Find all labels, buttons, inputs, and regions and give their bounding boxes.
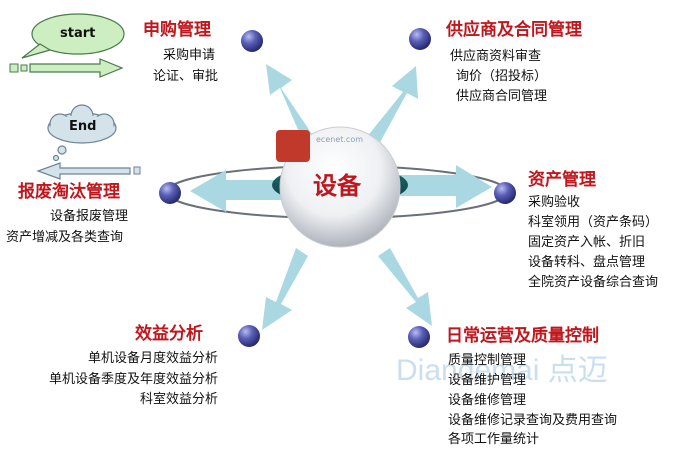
node-purchase (241, 30, 263, 52)
node-item-asset-2: 科室领用（资产条码） (528, 215, 659, 230)
node-item-purchase-1: 采购申请 (163, 48, 216, 63)
arrow-to-asset (400, 165, 492, 208)
node-ops (408, 326, 430, 348)
arrow-to-ops (378, 248, 432, 326)
node-title-asset: 资产管理 (528, 170, 596, 190)
node-benefit (238, 325, 260, 347)
end-bubble-fill (50, 109, 114, 141)
node-item-benefit-1: 单机设备月度效益分析 (87, 351, 218, 366)
node-item-asset-3: 固定资产入帐、折旧 (528, 235, 646, 250)
watermark-seal (276, 130, 310, 162)
node-asset (494, 182, 516, 204)
node-item-scrap-2: 资产增减及各类查询 (6, 230, 124, 245)
node-item-ops-4: 设备维修记录查询及费用查询 (448, 413, 618, 428)
node-item-ops-5: 各项工作量统计 (448, 432, 540, 447)
arrow-to-scrap (190, 170, 285, 212)
node-item-benefit-3: 科室效益分析 (139, 392, 218, 407)
node-scrap (159, 182, 181, 204)
node-supplier (409, 28, 431, 50)
watermark-site: ecenet.com (316, 135, 363, 144)
center-sphere (279, 126, 401, 248)
node-item-supplier-1: 供应商资料审查 (450, 49, 542, 64)
node-item-asset-1: 采购验收 (528, 195, 581, 210)
center-label: 设备 (313, 172, 361, 200)
watermark-text: Diandemai 点迈 (396, 354, 608, 387)
arrow-to-supplier (366, 66, 418, 146)
node-title-scrap: 报废淘汰管理 (18, 182, 120, 202)
node-title-purchase: 申购管理 (143, 20, 211, 40)
arrow-to-purchase (266, 64, 316, 148)
node-item-ops-1: 质量控制管理 (448, 353, 527, 368)
node-item-supplier-2: 询价（招投标） (456, 69, 548, 84)
node-item-scrap-1: 设备报废管理 (50, 209, 129, 224)
arrows (190, 64, 492, 330)
node-item-benefit-2: 单机设备季度及年度效益分析 (48, 372, 218, 387)
node-title-ops: 日常运营及质量控制 (446, 326, 599, 346)
node-item-asset-5: 全院资产设备综合查询 (528, 275, 659, 290)
node-item-ops-3: 设备维修管理 (448, 393, 527, 408)
end-arrow (36, 162, 141, 180)
node-item-ops-2: 设备维护管理 (448, 373, 527, 388)
node-title-benefit: 效益分析 (135, 324, 203, 344)
node-item-supplier-3: 供应商合同管理 (456, 89, 548, 104)
node-item-purchase-2: 论证、审批 (153, 69, 219, 84)
start-bubble (21, 13, 125, 59)
node-item-asset-4: 设备转科、盘点管理 (528, 255, 646, 270)
start-label: start (60, 26, 96, 41)
arrow-to-benefit (262, 248, 308, 330)
start-arrow (9, 58, 124, 78)
node-title-supplier: 供应商及合同管理 (446, 20, 582, 40)
end-label: End (69, 119, 97, 134)
